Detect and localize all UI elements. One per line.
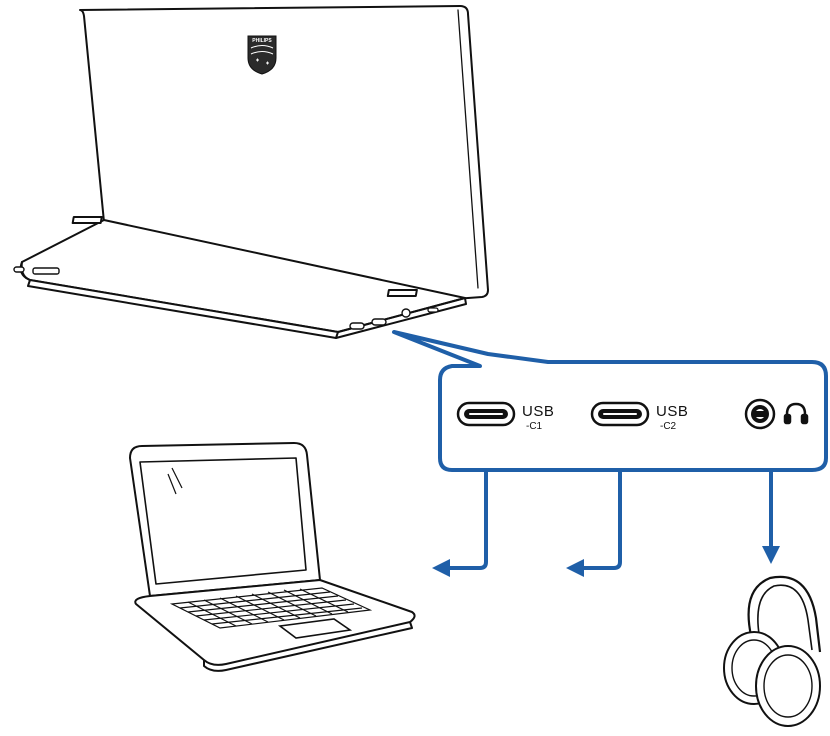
headphones (723, 575, 822, 727)
brand-logo-text: PHILIPS (252, 38, 272, 44)
laptop-touchpad (277, 618, 353, 639)
usb-c2-label: USB (656, 403, 688, 420)
audio-port (744, 398, 809, 430)
arrowhead-left-2 (566, 559, 584, 577)
usb-c1-label: USB (522, 403, 554, 420)
usb-c2-port: USB -C2 (590, 401, 688, 432)
arrowhead-down (762, 546, 780, 564)
laptop-keyboard (169, 587, 373, 629)
usb-c2-suffix: -C2 (660, 421, 677, 432)
usb-c-port-icon (456, 401, 516, 427)
audio-jack-icon (744, 398, 776, 430)
arrow-to-laptop (448, 470, 488, 570)
usb-c1-suffix: -C1 (526, 421, 543, 432)
hinge (71, 216, 103, 224)
usb-c1-port: USB -C1 (456, 401, 554, 432)
port-callout (392, 330, 828, 472)
arrowhead-left-1 (432, 559, 450, 577)
usb-c-port-icon (590, 401, 650, 427)
arrow-to-device (582, 470, 622, 570)
connection-arrows (448, 470, 773, 570)
laptop (129, 442, 416, 672)
headphone-icon (783, 402, 809, 425)
philips-logo: PHILIPS (247, 35, 277, 75)
portable-monitor (13, 5, 489, 339)
